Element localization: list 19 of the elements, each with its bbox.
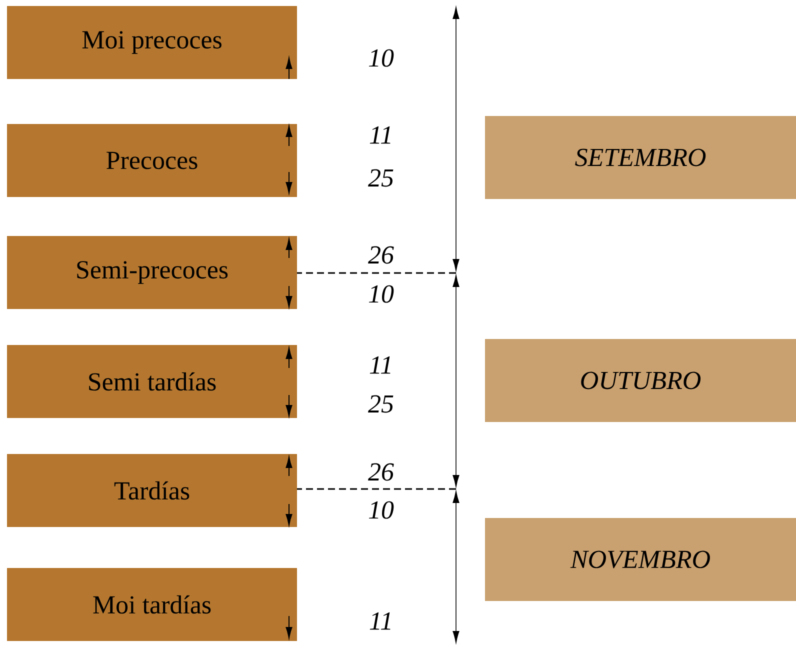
day-number: 11 [370,356,390,374]
day-number: 10 [368,49,394,67]
category-box: Semi-precoces [7,236,297,309]
day-number: 25 [368,395,394,413]
category-box: Precoces [7,124,297,197]
day-number: 25 [368,169,394,187]
day-number: 11 [370,126,390,144]
day-number: 26 [368,246,394,264]
month-box: OUTUBRO [485,339,796,422]
day-number: 26 [368,463,394,481]
month-box: SETEMBRO [485,116,796,199]
day-number: 10 [368,285,394,303]
category-box: Moi precoces [7,6,297,79]
day-number: 10 [368,501,394,519]
month-box: NOVEMBRO [485,518,796,601]
category-box: Semi tardías [7,345,297,418]
category-box: Tardías [7,454,297,527]
day-number: 11 [370,612,390,630]
category-box: Moi tardías [7,568,297,641]
